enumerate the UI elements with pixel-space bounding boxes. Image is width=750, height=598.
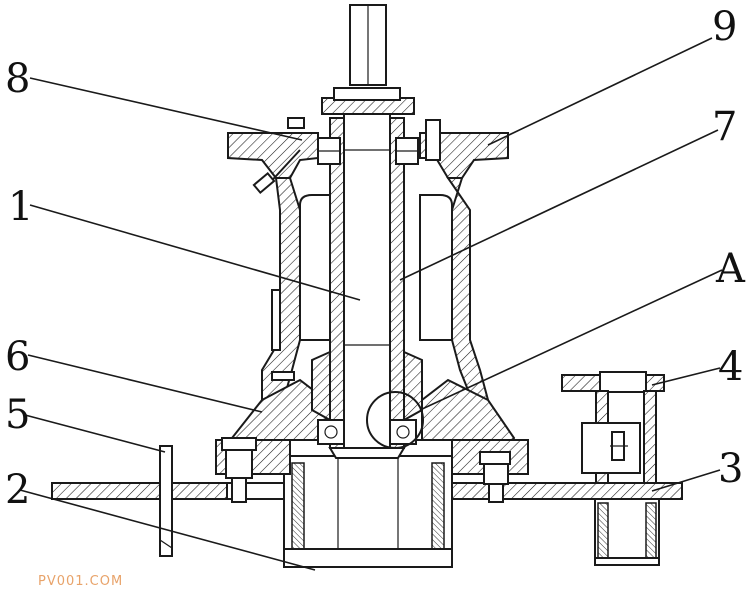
label-part-3: 3 — [718, 446, 743, 492]
label-part-4: 4 — [718, 344, 743, 390]
label-part-8: 8 — [5, 56, 30, 102]
label-detail-a: A — [715, 246, 746, 292]
shaft-assembly — [311, 4, 423, 459]
right-stand — [561, 371, 665, 566]
label-part-9: 9 — [712, 4, 737, 50]
label-part-1: 1 — [8, 184, 33, 230]
label-part-5: 5 — [5, 392, 30, 438]
leader-lines — [19, 37, 723, 571]
watermark: PV001.COM — [38, 574, 123, 589]
left-rod — [159, 445, 173, 557]
detail-circle-a — [366, 391, 424, 449]
bottom-cylinder — [283, 454, 453, 568]
label-part-2: 2 — [5, 467, 30, 513]
bolts — [221, 117, 511, 503]
label-part-7: 7 — [712, 104, 737, 150]
label-part-6: 6 — [5, 334, 30, 380]
